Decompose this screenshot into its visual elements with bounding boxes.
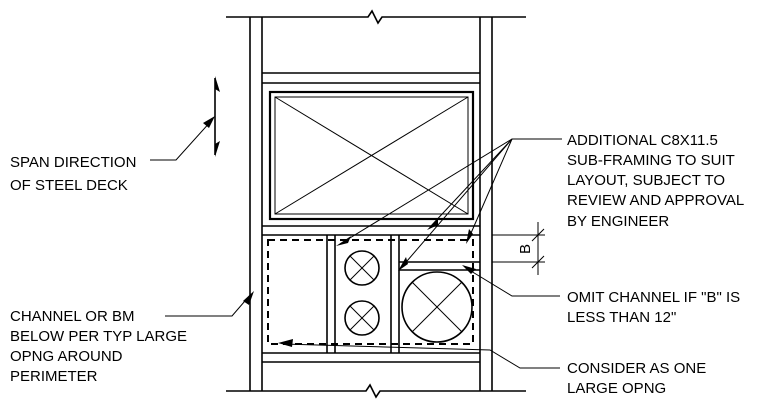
left-beam <box>249 17 263 391</box>
large-duct-opening <box>401 271 473 343</box>
span-direction-symbol <box>214 76 220 157</box>
leader-large-opening <box>278 339 560 369</box>
sub-framing-horizontal <box>399 261 480 271</box>
top-break-line <box>226 9 526 25</box>
leader-omit-channel <box>462 265 560 297</box>
small-duct-opening-bottom <box>344 300 380 336</box>
note-channel-or-beam: CHANNEL OR BM BELOW PER TYP LARGE OPNG A… <box>10 308 191 385</box>
top-channel <box>262 72 480 84</box>
note-additional-subframing: ADDITIONAL C8X11.5 SUB-FRAMING TO SUIT L… <box>567 132 748 230</box>
small-duct-opening-top <box>344 250 380 286</box>
right-beam <box>479 17 493 391</box>
note-large-opening: CONSIDER AS ONE LARGE OPNG <box>567 360 710 397</box>
leader-span-direction <box>150 116 215 161</box>
dimension-b <box>492 222 545 275</box>
note-span-direction: SPAN DIRECTION OF STEEL DECK <box>10 154 141 194</box>
sub-framing-right <box>390 235 400 353</box>
bottom-channel <box>262 352 480 363</box>
sub-framing-left <box>326 235 336 353</box>
leader-channel-or-beam <box>165 291 254 317</box>
leader-additional-subframing <box>336 138 562 271</box>
dimension-b-label: B <box>517 244 534 254</box>
large-opening-perimeter <box>267 239 474 345</box>
large-equipment-opening <box>268 90 475 221</box>
note-omit-channel: OMIT CHANNEL IF "B" IS LESS THAN 12" <box>567 289 744 326</box>
mid-channel <box>262 225 480 236</box>
bottom-break-line <box>226 383 526 399</box>
